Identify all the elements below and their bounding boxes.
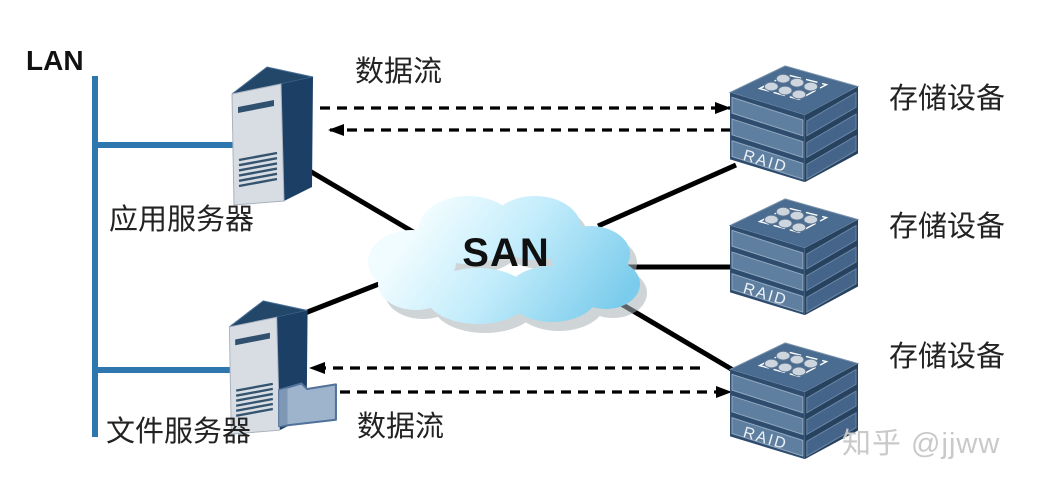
disk-array-icon xyxy=(757,350,829,378)
storage-side-panels xyxy=(806,368,857,457)
link-san-to-storage-1 xyxy=(596,162,738,229)
folder-edge-shade xyxy=(279,388,288,427)
dataflow-label-top: 数据流 xyxy=(355,56,443,88)
server-side-face xyxy=(281,77,313,201)
storage-device-icon-2: RAID xyxy=(728,198,860,316)
cloud-body xyxy=(368,196,640,324)
server-drive-slot xyxy=(238,100,274,113)
server-vents xyxy=(238,151,278,188)
disk-array-icon xyxy=(757,73,829,101)
dataflow-label-bottom: 数据流 xyxy=(357,411,445,443)
watermark: 知乎 @jjww xyxy=(842,428,1001,460)
storage-device-label-2: 存储设备 xyxy=(889,211,1006,243)
app-server-label: 应用服务器 xyxy=(109,204,255,236)
storage-front-panels xyxy=(731,229,804,313)
storage-side-panels xyxy=(806,91,857,180)
storage-front-panels xyxy=(731,373,804,457)
link-app-server-to-san xyxy=(306,167,422,239)
storage-device-label-1: 存储设备 xyxy=(889,83,1006,115)
server-drive-slot xyxy=(235,332,270,346)
folder-body xyxy=(278,382,337,428)
app-server-icon xyxy=(231,66,314,206)
lan-label: LAN xyxy=(26,45,84,76)
server-vents xyxy=(235,382,274,417)
san-label: SAN xyxy=(462,231,550,275)
san-cloud xyxy=(368,196,647,333)
file-server-label: 文件服务器 xyxy=(106,416,252,448)
disk-array-icon xyxy=(757,206,829,234)
storage-device-icon-3: RAID xyxy=(728,342,860,460)
storage-device-icon-1: RAID xyxy=(728,65,860,183)
folder-icon xyxy=(278,382,337,428)
storage-side-panels xyxy=(806,224,857,313)
file-server-icon xyxy=(228,300,308,435)
storage-device-label-3: 存储设备 xyxy=(889,341,1006,373)
storage-front-panels xyxy=(731,96,804,180)
